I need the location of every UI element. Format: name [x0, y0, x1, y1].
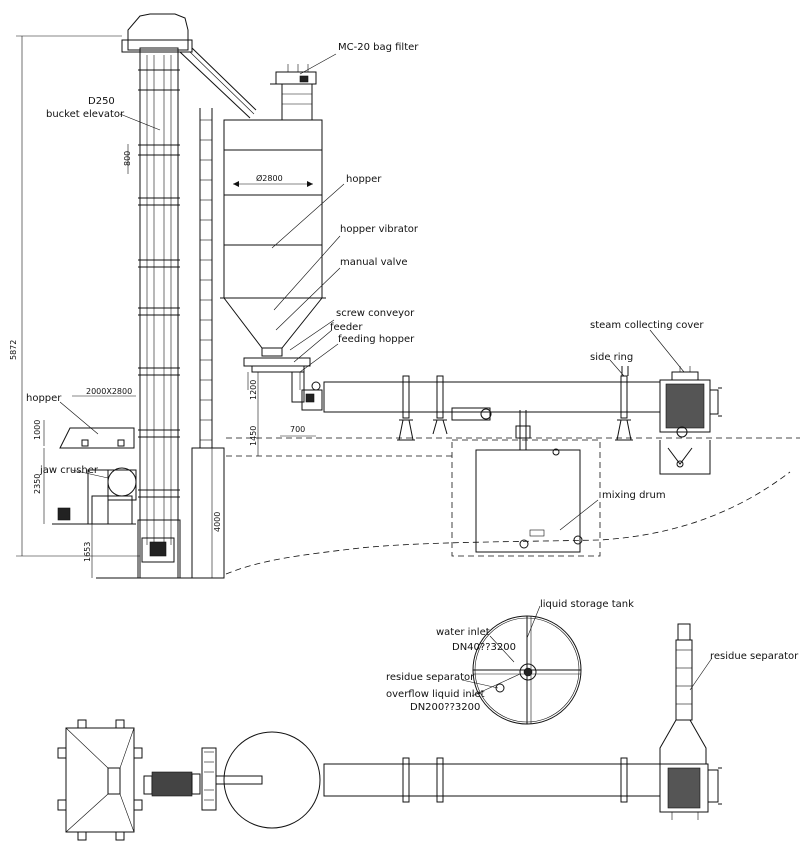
label-overflow-liquid-inlet: overflow liquid inlet	[386, 689, 485, 700]
liquid-storage-tank	[472, 615, 582, 725]
label-water-inlet: water inlet	[436, 627, 490, 638]
plan-view-hopper	[57, 719, 143, 841]
dim-1000: 1000	[33, 420, 42, 440]
bucket-elevator	[121, 13, 257, 579]
dim-1200: 1200	[249, 380, 258, 400]
label-jaw-crusher: jaw crusher	[39, 465, 99, 476]
label-bucket-elevator: bucket elevator	[46, 109, 125, 120]
rotary-drum	[323, 366, 661, 441]
dim-1653: 1653	[83, 542, 92, 562]
label-side-ring: side ring	[590, 352, 633, 363]
label-hopper-vibrator: hopper vibrator	[340, 224, 419, 235]
label-mc20-bag-filter: MC-20 bag filter	[338, 42, 419, 53]
label-manual-valve: manual valve	[340, 257, 408, 268]
wall-column	[191, 108, 225, 579]
jaw-crusher-assembly	[52, 427, 137, 525]
dimension-lines	[16, 35, 316, 578]
plan-view-silo	[215, 731, 321, 829]
ground-lines	[96, 437, 800, 579]
label-screw-conveyor: screw conveyor	[336, 308, 415, 319]
dim-hopper-size: 2000X2800	[86, 387, 132, 396]
label-residue-separator-tank: residue separator	[386, 672, 475, 683]
leader-lines	[59, 53, 713, 697]
label-d250: D250	[88, 96, 115, 107]
dim-1450: 1450	[249, 426, 258, 446]
dim-total-height: 5872	[9, 340, 18, 360]
dim-2350: 2350	[33, 474, 42, 494]
plan-view-crusher	[143, 747, 217, 811]
label-hopper-left: hopper	[26, 393, 62, 404]
hopper-silo	[220, 119, 326, 349]
label-liquid-storage-tank: liquid storage tank	[540, 599, 634, 610]
dim-silo-diameter: Ø2800	[256, 173, 283, 183]
label-overflow-spec: DN200??3200	[410, 702, 480, 713]
mixing-drum	[451, 410, 601, 557]
label-water-inlet-spec: DN40??3200	[452, 642, 516, 653]
label-hopper-silo: hopper	[346, 174, 382, 185]
dim-800: 800	[123, 151, 132, 166]
label-feeder: feeder	[330, 322, 363, 333]
steam-collecting-cover	[659, 366, 722, 475]
text-labels: MC-20 bag filter D250 bucket elevator ho…	[26, 42, 799, 713]
dim-4000: 4000	[213, 512, 222, 532]
bag-filter	[270, 64, 317, 121]
dimension-texts: 5872 800 Ø2800 2000X2800 1000 2350 1653 …	[9, 151, 305, 562]
dim-700: 700	[290, 425, 305, 434]
label-steam-collecting-cover: steam collecting cover	[590, 320, 704, 331]
label-residue-separator-right: residue separator	[710, 651, 799, 662]
plan-view-separator	[659, 623, 722, 820]
plan-view-drum	[323, 757, 661, 803]
label-feeding-hopper: feeding hopper	[338, 334, 415, 345]
label-mixing-drum: mixing drum	[602, 490, 666, 501]
screw-conveyor	[243, 347, 323, 411]
